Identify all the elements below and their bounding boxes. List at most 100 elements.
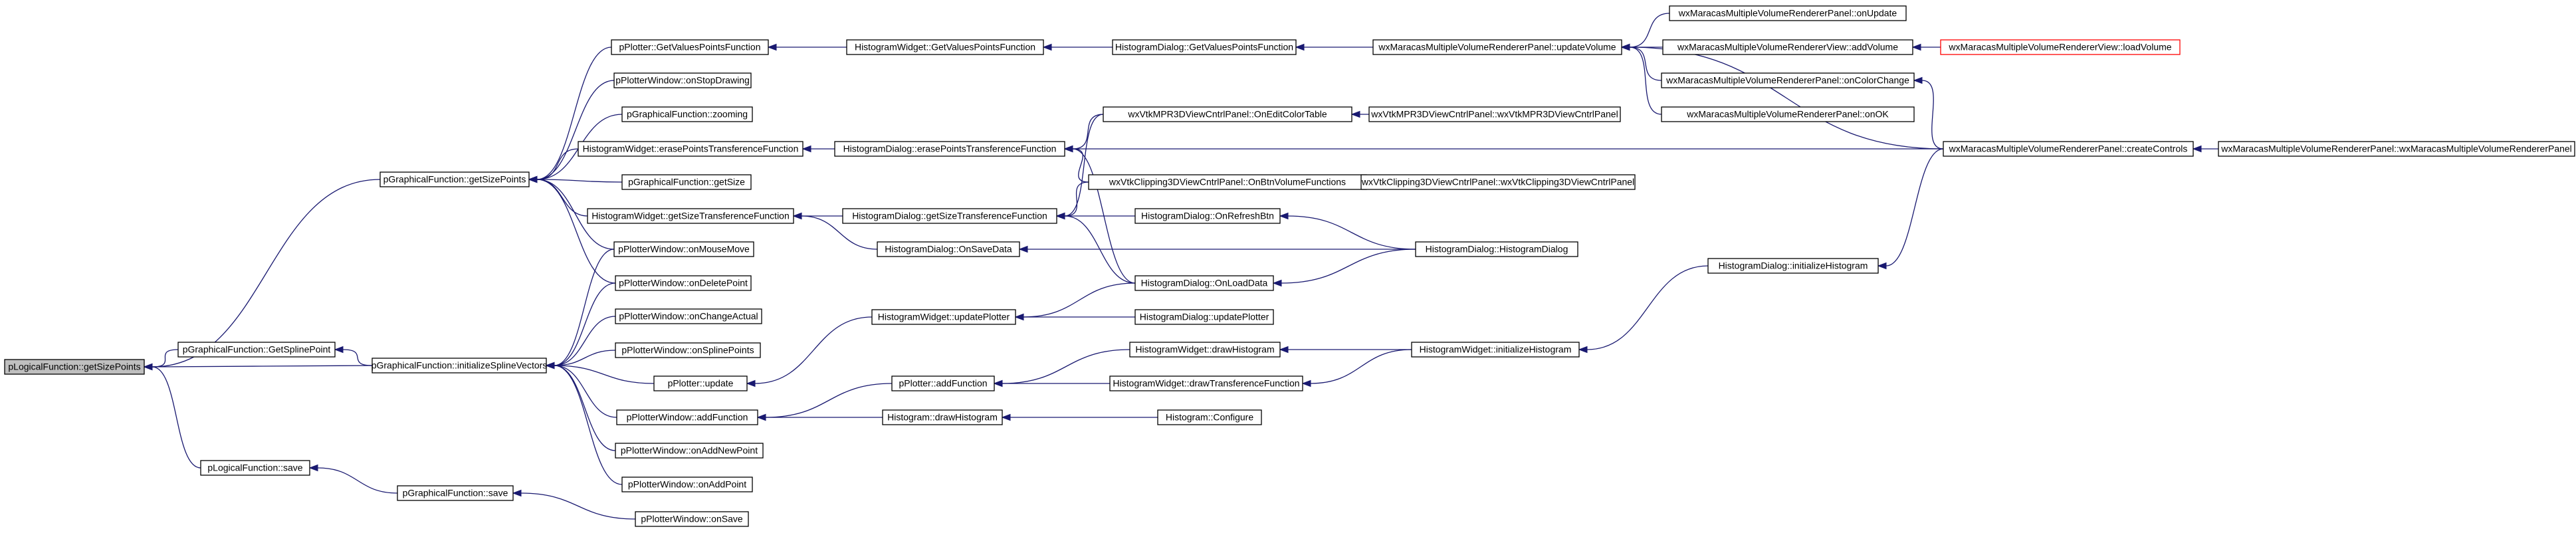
node-box[interactable] (1415, 241, 1578, 257)
node-n40[interactable]: HistogramDialog::HistogramDialog (1415, 241, 1578, 257)
node-n0[interactable]: pLogicalFunction::getSizePoints (4, 359, 145, 375)
node-box[interactable] (621, 174, 752, 190)
node-n22[interactable]: HistogramDialog::erasePointsTransference… (834, 141, 1065, 157)
node-n7[interactable]: pPlotter::GetValuesPointsFunction (611, 39, 769, 55)
node-box[interactable] (834, 141, 1065, 157)
node-label: pLogicalFunction::getSizePoints (8, 362, 140, 372)
node-box[interactable] (1943, 141, 2194, 157)
node-n41[interactable]: HistogramWidget::initializeHistogram (1411, 342, 1580, 358)
node-n44[interactable]: wxMaracasMultipleVolumeRendererPanel::on… (1661, 72, 1915, 88)
node-box[interactable] (1669, 5, 1907, 21)
node-box[interactable] (846, 39, 1044, 55)
node-n47[interactable]: HistogramDialog::initializeHistogram (1707, 258, 1879, 274)
node-box[interactable] (1368, 106, 1621, 122)
node-n10[interactable]: HistogramWidget::erasePointsTransference… (578, 141, 804, 157)
node-box[interactable] (871, 309, 1016, 325)
node-box[interactable] (1411, 342, 1580, 358)
node-box[interactable] (200, 460, 310, 476)
node-box[interactable] (613, 72, 752, 88)
node-n20[interactable]: pPlotterWindow::onAddPoint (621, 477, 753, 492)
node-n11[interactable]: pGraphicalFunction::getSize (621, 174, 752, 190)
node-box[interactable] (611, 39, 769, 55)
node-box[interactable] (842, 208, 1057, 224)
node-n14[interactable]: pPlotterWindow::onDeletePoint (615, 275, 752, 291)
node-box[interactable] (615, 443, 764, 459)
node-box[interactable] (1134, 309, 1274, 325)
node-box[interactable] (379, 171, 530, 187)
node-box[interactable] (177, 342, 336, 358)
node-box[interactable] (1134, 275, 1274, 291)
node-n28[interactable]: HistogramDialog::GetValuesPointsFunction (1112, 39, 1297, 55)
node-n9[interactable]: pGraphicalFunction::zooming (621, 106, 753, 122)
node-n21[interactable]: HistogramWidget::GetValuesPointsFunction (846, 39, 1044, 55)
node-n5[interactable]: pGraphicalFunction::save (397, 485, 514, 501)
node-n4[interactable]: pLogicalFunction::save (200, 460, 310, 476)
node-box[interactable] (621, 477, 753, 492)
node-n15[interactable]: pPlotterWindow::onChangeActual (615, 308, 762, 324)
node-n17[interactable]: pPlotter::update (653, 375, 748, 391)
node-n36[interactable]: Histogram::Configure (1157, 409, 1262, 425)
node-box[interactable] (578, 141, 804, 157)
node-n35[interactable]: HistogramWidget::drawTransferenceFunctio… (1109, 375, 1303, 391)
node-n33[interactable]: HistogramDialog::updatePlotter (1134, 309, 1274, 325)
node-box[interactable] (615, 275, 752, 291)
node-n3[interactable]: pGraphicalFunction::initializeSplineVect… (372, 358, 548, 373)
node-n8[interactable]: pPlotterWindow::onStopDrawing (613, 72, 752, 88)
node-box[interactable] (4, 359, 145, 375)
node-box[interactable] (1109, 375, 1303, 391)
node-box[interactable] (1103, 106, 1352, 122)
node-box[interactable] (891, 375, 995, 391)
node-n31[interactable]: HistogramDialog::OnRefreshBtn (1134, 208, 1281, 224)
node-n42[interactable]: wxMaracasMultipleVolumeRendererPanel::on… (1669, 5, 1907, 21)
node-n29[interactable]: wxVtkMPR3DViewCntrlPanel::OnEditColorTab… (1103, 106, 1352, 122)
node-n19[interactable]: pPlotterWindow::onAddNewPoint (615, 443, 764, 459)
node-box[interactable] (615, 308, 762, 324)
node-box[interactable] (1707, 258, 1879, 274)
node-box[interactable] (1157, 409, 1262, 425)
node-n27[interactable]: Histogram::drawHistogram (882, 409, 1003, 425)
node-box[interactable] (613, 241, 754, 257)
node-n16[interactable]: pPlotterWindow::onSplinePoints (615, 342, 761, 358)
node-box[interactable] (1661, 72, 1915, 88)
node-n39[interactable]: wxVtkClipping3DViewCntrlPanel::wxVtkClip… (1360, 174, 1636, 190)
node-box[interactable] (372, 358, 547, 373)
node-box[interactable] (653, 375, 748, 391)
node-box[interactable] (1134, 208, 1281, 224)
node-n24[interactable]: HistogramDialog::OnSaveData (877, 241, 1020, 257)
node-box[interactable] (1129, 342, 1281, 358)
node-box[interactable] (635, 511, 749, 527)
node-box[interactable] (397, 485, 514, 501)
node-box[interactable] (615, 342, 761, 358)
node-box[interactable] (882, 409, 1003, 425)
node-n23[interactable]: HistogramDialog::getSizeTransferenceFunc… (842, 208, 1057, 224)
node-box[interactable] (1661, 106, 1915, 122)
node-n32[interactable]: HistogramDialog::OnLoadData (1134, 275, 1274, 291)
node-n13[interactable]: pPlotterWindow::onMouseMove (613, 241, 754, 257)
node-n37[interactable]: wxMaracasMultipleVolumeRendererPanel::up… (1372, 39, 1622, 55)
node-box[interactable] (877, 241, 1020, 257)
node-n26[interactable]: pPlotter::addFunction (891, 375, 995, 391)
node-n34[interactable]: HistogramWidget::drawHistogram (1129, 342, 1281, 358)
node-n1[interactable]: pGraphicalFunction::getSizePoints (379, 171, 530, 187)
node-n25[interactable]: HistogramWidget::updatePlotter (871, 309, 1016, 325)
node-n6[interactable]: pPlotterWindow::onSave (635, 511, 749, 527)
node-box[interactable] (587, 208, 794, 224)
node-box[interactable] (1940, 39, 2181, 55)
node-n12[interactable]: HistogramWidget::getSizeTransferenceFunc… (587, 208, 794, 224)
node-n43[interactable]: wxMaracasMultipleVolumeRendererView::add… (1662, 39, 1913, 55)
node-box[interactable] (616, 409, 758, 425)
node-n30[interactable]: wxVtkClipping3DViewCntrlPanel::OnBtnVolu… (1088, 174, 1367, 190)
node-n38[interactable]: wxVtkMPR3DViewCntrlPanel::wxVtkMPR3DView… (1368, 106, 1621, 122)
node-box[interactable] (621, 106, 753, 122)
node-n49[interactable]: wxMaracasMultipleVolumeRendererPanel::wx… (2218, 141, 2575, 157)
node-n18[interactable]: pPlotterWindow::addFunction (616, 409, 758, 425)
node-box[interactable] (1112, 39, 1297, 55)
node-box[interactable] (1372, 39, 1622, 55)
node-n48[interactable]: wxMaracasMultipleVolumeRendererView::loa… (1940, 39, 2181, 55)
node-n2[interactable]: pGraphicalFunction::GetSplinePoint (177, 342, 336, 358)
node-n45[interactable]: wxMaracasMultipleVolumeRendererPanel::on… (1661, 106, 1915, 122)
node-n46[interactable]: wxMaracasMultipleVolumeRendererPanel::cr… (1943, 141, 2194, 157)
node-box[interactable] (1360, 174, 1636, 190)
node-box[interactable] (2218, 141, 2575, 157)
node-box[interactable] (1662, 39, 1913, 55)
